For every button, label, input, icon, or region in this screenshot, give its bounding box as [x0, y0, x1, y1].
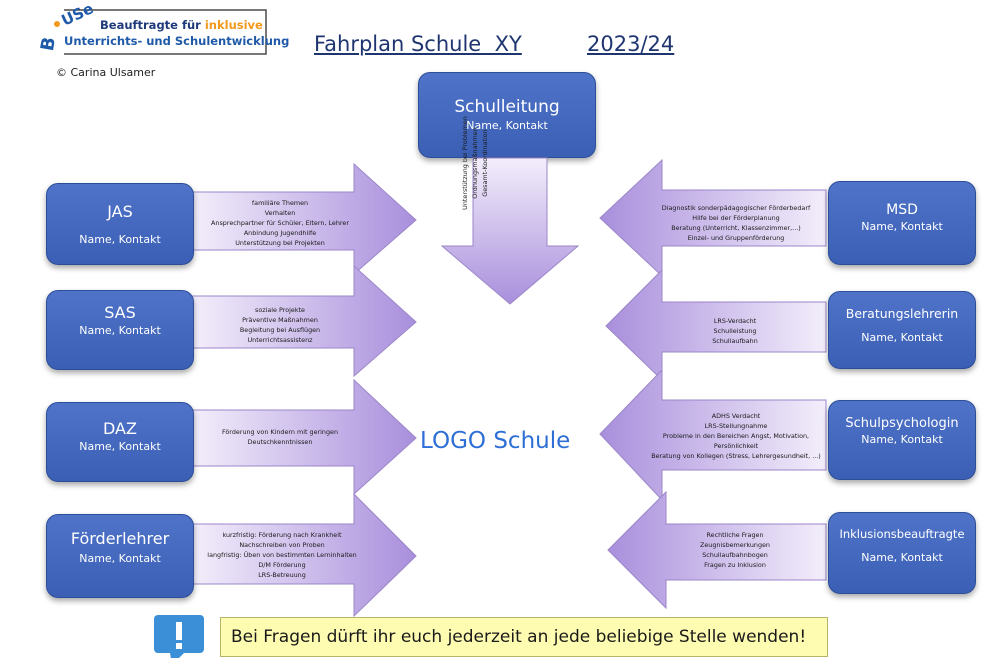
arrow-line: Diagnostik sonderpädagogischer Förderbed…: [661, 204, 811, 212]
logo-graphic: B USe: [40, 4, 267, 55]
arrow-line: Persönlichkeit: [713, 442, 759, 450]
arrow-line: Ansprechpartner für Schüler, Eltern, Leh…: [211, 219, 349, 227]
box-subtitle: Name, Kontakt: [861, 220, 943, 233]
arrow-text-inklusion: Rechtliche Fragen Zeugnisbemerkungen Sch…: [660, 530, 810, 570]
arrow-left-msd: [599, 158, 827, 278]
arrow-text-msd: Diagnostik sonderpädagogischer Förderbed…: [648, 203, 824, 243]
arrow-line: Probleme in den Bereichen Angst, Motivat…: [662, 432, 810, 440]
arrow-line: Deutschkenntnissen: [247, 438, 313, 446]
box-msd: MSD Name, Kontakt: [828, 181, 976, 265]
arrow-down-line: Gesamt-Koordination: [481, 129, 489, 197]
arrow-line: Zeugnisbemerkungen: [700, 541, 770, 549]
arrow-right-sas: [191, 264, 417, 378]
arrow-line: LRS-Verdacht: [713, 317, 757, 325]
arrow-line: LRS-Stellungnahme: [704, 422, 768, 430]
box-foerderlehrer: Förderlehrer Name, Kontakt: [46, 514, 194, 598]
arrow-text-sas: soziale Projekte Präventive Maßnahmen Be…: [200, 305, 360, 345]
box-title: Förderlehrer: [70, 529, 170, 548]
logo: B USe Beauftragte für inklusive Unterric…: [40, 4, 289, 59]
box-title: Schulleitung: [454, 97, 560, 117]
arrow-line: kurzfristig: Förderung nach Krankheit: [222, 531, 342, 539]
arrow-text-foerderlehrer: kurzfristig: Förderung nach Krankheit Na…: [196, 530, 368, 580]
page-year: 2023/24: [587, 32, 675, 56]
arrow-line: Beratung von Kollegen (Stress, Lehrerges…: [651, 452, 821, 460]
arrow-left-inklusion: [607, 490, 827, 610]
arrow-down-line: Ordnungsmaßnahmen: [471, 127, 479, 199]
arrow-line: Einzel- und Gruppenförderung: [687, 234, 785, 242]
arrow-left-psych: [599, 368, 827, 502]
box-subtitle: Name, Kontakt: [79, 440, 161, 453]
arrow-line: Hilfe bei der Förderplanung: [692, 214, 780, 222]
arrow-line: ADHS Verdacht: [711, 412, 761, 420]
box-beratungslehrerin: Beratungslehrerin Name, Kontakt: [828, 291, 976, 369]
page-title: Fahrplan Schule XY: [314, 32, 522, 56]
arrow-line: Förderung von Kindern mit geringen: [221, 428, 339, 436]
arrow-line: LRS-Betreuung: [258, 571, 306, 579]
arrow-line: Fragen zu Inklusion: [704, 561, 766, 569]
arrow-line: Rechtliche Fragen: [706, 531, 764, 539]
arrow-line: D/M Förderung: [258, 561, 306, 569]
arrow-text-daz: Förderung von Kindern mit geringen Deuts…: [200, 427, 360, 447]
box-title: DAZ: [103, 419, 137, 438]
svg-text:B: B: [40, 35, 60, 52]
arrow-right-daz: [191, 378, 417, 496]
arrow-text-beratung: LRS-Verdacht Schulleistung Schullaufbahn: [660, 316, 810, 346]
arrow-line: Anbindung Jugendhilfe: [243, 229, 317, 237]
arrow-line: Nachschreiben von Proben: [239, 541, 325, 549]
arrow-line: familiäre Themen: [251, 199, 309, 207]
arrow-line: Schullaufbahn: [712, 337, 758, 345]
arrow-text-psych: ADHS Verdacht LRS-Stellungnahme Probleme…: [646, 411, 826, 461]
box-daz: DAZ Name, Kontakt: [46, 402, 194, 482]
arrow-line: Schullaufbahnbogen: [702, 551, 768, 559]
box-subtitle: Name, Kontakt: [79, 324, 161, 337]
logo-line2: Unterrichts- und Schulentwicklung: [64, 34, 290, 48]
arrow-right-foerderlehrer: [191, 492, 417, 618]
logo-line1-accent: inklusive: [204, 18, 263, 32]
exclamation-icon: [154, 615, 204, 658]
arrow-line: Schulleistung: [713, 327, 757, 335]
box-title: Beratungslehrerin: [845, 306, 959, 321]
arrow-line: Beratung (Unterricht, Klassenzimmer,...): [671, 224, 801, 232]
arrow-left-beratung: [605, 268, 827, 382]
arrow-line: Verhalten: [264, 209, 296, 217]
box-title: SAS: [104, 303, 136, 322]
box-title: Inklusionsbeauftragte: [839, 527, 965, 541]
logo-line1: Beauftragte für: [100, 18, 205, 32]
box-schulleitung: Schulleitung Name, Kontakt: [418, 72, 596, 158]
arrow-line: soziale Projekte: [254, 306, 305, 314]
box-subtitle: Name, Kontakt: [79, 552, 161, 565]
center-logo: LOGO Schule: [420, 428, 571, 454]
arrow-text-jas: familiäre Themen Verhalten Ansprechpartn…: [200, 198, 360, 248]
box-subtitle: Name, Kontakt: [79, 233, 161, 246]
arrow-line: Präventive Maßnahmen: [242, 316, 318, 324]
box-subtitle: Name, Kontakt: [861, 551, 943, 564]
box-sas: SAS Name, Kontakt: [46, 290, 194, 370]
box-title: MSD: [886, 202, 918, 218]
arrow-right-jas: [191, 162, 417, 276]
arrow-down-line: Unterstützung bei Problemen: [461, 116, 469, 210]
arrow-line: Begleitung bei Ausflügen: [239, 326, 321, 334]
box-title: JAS: [107, 202, 133, 221]
svg-text:USe: USe: [59, 4, 97, 30]
note-banner: Bei Fragen dürft ihr euch jederzeit an j…: [220, 617, 828, 657]
copyright: © Carina Ulsamer: [56, 66, 156, 79]
arrow-line: langfristig: Üben von bestimmten Lerninh…: [207, 551, 357, 559]
box-subtitle: Name, Kontakt: [861, 331, 943, 344]
box-subtitle: Name, Kontakt: [466, 119, 548, 132]
arrow-line: Unterrichtsassistenz: [247, 336, 313, 344]
arrow-down-text: Unterstützung bei Problemen Ordnungsmaßn…: [460, 116, 560, 245]
box-jas: JAS Name, Kontakt: [46, 183, 194, 265]
box-title: Schulpsychologin: [845, 416, 959, 431]
arrow-down: [440, 157, 580, 305]
box-schulpsychologin: Schulpsychologin Name, Kontakt: [828, 400, 976, 480]
box-inklusionsbeauftragte: Inklusionsbeauftragte Name, Kontakt: [828, 512, 976, 594]
arrow-line: Unterstützung bei Projekten: [235, 239, 325, 247]
box-subtitle: Name, Kontakt: [861, 433, 943, 446]
